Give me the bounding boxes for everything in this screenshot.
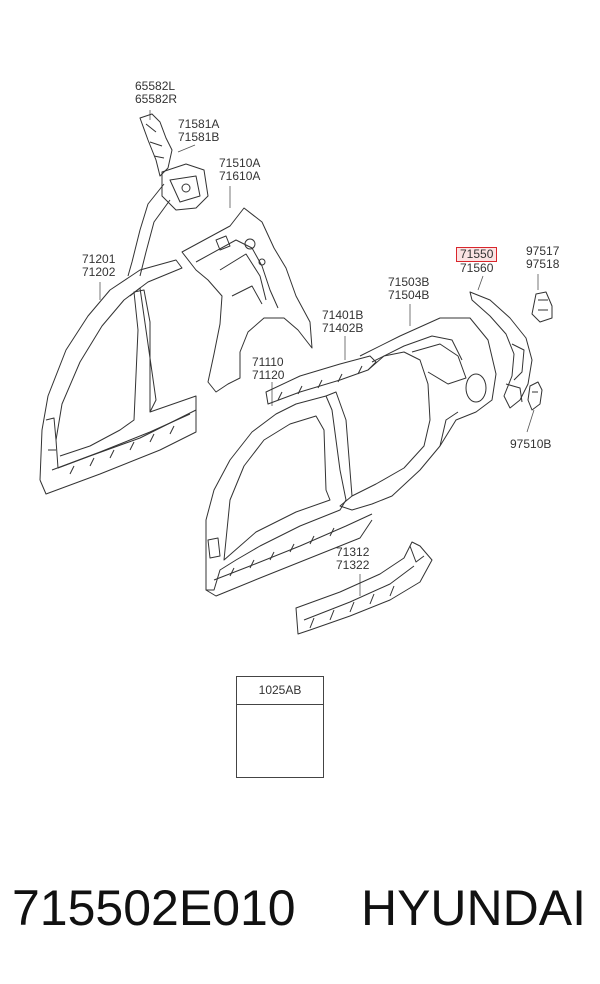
brand-name: HYUNDAI: [360, 880, 586, 936]
part-97517-bracket: [531, 291, 553, 323]
callout-71581: 71581A 71581B: [178, 118, 219, 144]
callout-97510-b: 97510B: [510, 437, 552, 451]
callout-71581-b: 71581B: [178, 130, 220, 144]
callout-97517-a: 97517: [526, 244, 560, 258]
callout-71110-a: 71110: [252, 355, 284, 369]
callout-71322-a: 71322: [336, 558, 370, 572]
callout-71550-highlighted[interactable]: 71550: [456, 247, 498, 262]
part-71510-quarter-inner: [181, 207, 313, 393]
callout-97518-a: 97518: [526, 257, 560, 271]
part-71550-rear-pillar: [469, 291, 533, 409]
part-71110-front-outer: [205, 391, 373, 597]
part-65582-bracket: [139, 113, 173, 177]
inset-label: 1025AB: [237, 677, 323, 705]
callout-71610-a: 71610A: [219, 169, 261, 183]
part-97510-clip: [527, 381, 543, 411]
callout-71401: 71401B 71402B: [322, 309, 363, 335]
callout-71401-b: 71401B: [322, 308, 364, 322]
callout-97517: 97517 97518: [526, 245, 559, 271]
inset-box-1025ab: 1025AB: [236, 676, 324, 778]
part-71581-reinforcement: [127, 163, 209, 277]
part-71201-side-inner: [39, 259, 197, 495]
callout-71560: 71560: [460, 261, 494, 275]
callout-71120-a: 71120: [252, 368, 285, 382]
callout-71110: 71110 71120: [252, 356, 284, 382]
callout-71510-a: 71510A: [219, 156, 261, 170]
callout-65582: 65582L 65582R: [135, 80, 177, 106]
callout-71581-a: 71581A: [178, 117, 220, 131]
callout-71201: 71201 71202: [82, 253, 115, 279]
callout-65582-r: 65582R: [135, 92, 178, 106]
callout-71312-a: 71312: [336, 545, 370, 559]
callout-71202-a: 71202: [82, 265, 116, 279]
part-71401-roof-rail: [265, 355, 377, 405]
leader-lines: [99, 110, 539, 596]
callout-71201-a: 71201: [82, 252, 116, 266]
callout-71504-b: 71504B: [388, 288, 430, 302]
callout-71503: 71503B 71504B: [388, 276, 429, 302]
callout-71402-b: 71402B: [322, 321, 364, 335]
parts-diagram: [39, 110, 553, 754]
callout-71312: 71312 71322: [336, 546, 369, 572]
callout-97510: 97510B: [510, 438, 551, 451]
part-71503-outer-panel: [339, 317, 497, 511]
callout-71503-b: 71503B: [388, 275, 430, 289]
callout-65582-l: 65582L: [135, 79, 176, 93]
callout-71510: 71510A 71610A: [219, 157, 260, 183]
footer: 715502E010 HYUNDAI: [0, 876, 600, 940]
part-71312-side-sill: [295, 541, 433, 635]
part-number: 715502E010: [12, 880, 296, 936]
callout-71550[interactable]: 71550 71560: [456, 247, 498, 275]
